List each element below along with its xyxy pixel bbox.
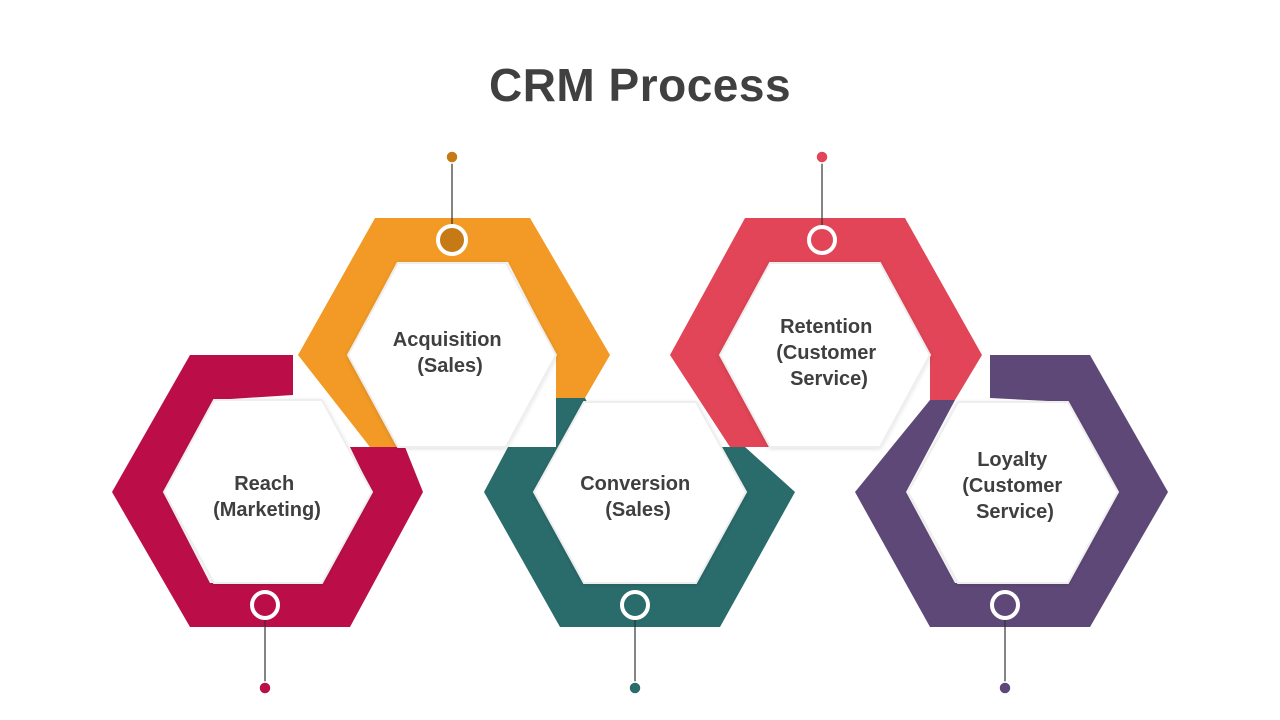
reach-node-icon	[250, 590, 280, 620]
retention-node-icon	[807, 225, 837, 255]
loyalty-connector	[990, 590, 1020, 695]
reach-bottom-dot	[258, 681, 272, 695]
conversion-connector	[620, 590, 650, 695]
loyalty-node-icon	[990, 590, 1020, 620]
reach-connector	[250, 590, 280, 695]
acquisition-ring	[298, 218, 610, 447]
loyalty-label: Loyalty (Customer Service)	[962, 449, 1068, 523]
conversion-inner-hex	[532, 401, 748, 584]
acquisition-label: Acquisition (Sales)	[393, 329, 507, 377]
conversion-label: Conversion (Sales)	[580, 473, 696, 521]
loyalty-bottom-dot	[998, 681, 1012, 695]
acquisition-node-icon	[436, 224, 468, 256]
loyalty-inner-hex	[906, 401, 1120, 584]
retention-connector	[807, 150, 837, 255]
slide-title: CRM Process	[488, 59, 792, 111]
conversion-node-icon	[620, 590, 650, 620]
acquisition-inner-hex	[346, 262, 558, 448]
reach-ring	[112, 355, 423, 627]
loyalty-ring	[855, 355, 1168, 627]
reach-inner-hex	[162, 399, 374, 584]
acquisition-connector	[436, 150, 468, 256]
retention-ring	[670, 218, 982, 447]
reach-label: Reach (Marketing)	[213, 473, 321, 521]
acquisition-top-dot	[445, 150, 459, 164]
conversion-bottom-dot	[628, 681, 642, 695]
retention-label: Retention (Customer Service)	[776, 316, 882, 390]
retention-top-dot	[815, 150, 829, 164]
conversion-ring	[484, 398, 795, 627]
retention-inner-hex	[718, 262, 932, 448]
